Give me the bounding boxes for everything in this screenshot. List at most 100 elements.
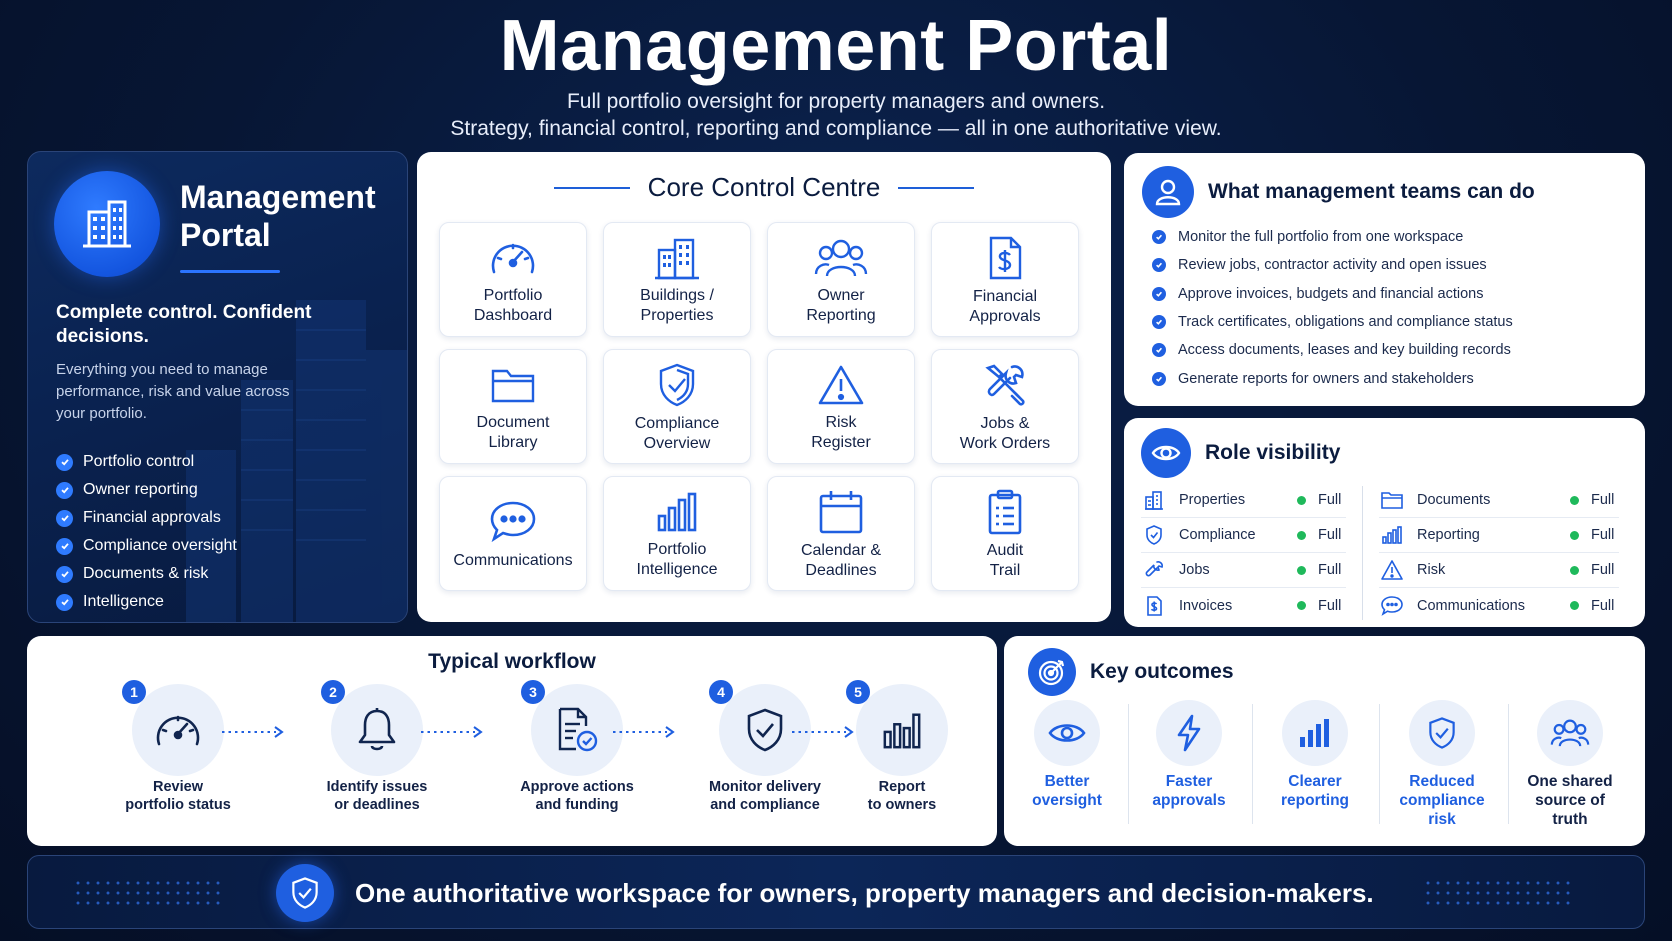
dollar-document-icon bbox=[989, 236, 1022, 279]
tile-jobs-work-orders[interactable]: Jobs & Work Orders bbox=[931, 349, 1079, 464]
role-row: Invoices Full bbox=[1141, 588, 1346, 623]
bar-chart-icon bbox=[1379, 526, 1405, 544]
shield-check-icon bbox=[1429, 717, 1455, 749]
check-icon bbox=[1152, 286, 1166, 301]
hero-feature-label: Compliance oversight bbox=[83, 537, 237, 554]
step-label: Identify issues or deadlines bbox=[326, 779, 428, 813]
tools-icon bbox=[985, 364, 1025, 406]
step-number: 5 bbox=[846, 680, 870, 704]
hero-feature: Documents & risk bbox=[56, 560, 237, 588]
step-label: Monitor delivery and compliance bbox=[709, 779, 821, 813]
hero-feature: Owner reporting bbox=[56, 476, 237, 504]
outcome-divider bbox=[1508, 704, 1509, 824]
tile-financial-approvals[interactable]: Financial Approvals bbox=[931, 222, 1079, 337]
outcome-icon-circle bbox=[1537, 700, 1603, 766]
access-level: Full bbox=[1318, 492, 1342, 508]
tile-label: Communications bbox=[453, 551, 573, 569]
role-row: Communications Full bbox=[1379, 588, 1619, 623]
step-number: 1 bbox=[122, 680, 146, 704]
access-level: Full bbox=[1591, 527, 1615, 543]
step-label: Approve actions and funding bbox=[520, 779, 634, 813]
outcome-item: Reduced compliance risk bbox=[1382, 700, 1502, 829]
workflow-title: Typical workflow bbox=[428, 650, 596, 673]
role-resource-name: Reporting bbox=[1417, 527, 1480, 543]
shield-check-icon bbox=[659, 363, 695, 406]
eye-icon bbox=[1141, 428, 1191, 478]
city-skyline-illustration bbox=[186, 300, 407, 622]
tile-label: Risk Register bbox=[811, 413, 871, 451]
core-header: Core Control Centre bbox=[417, 172, 1111, 203]
outcome-item: Faster approvals bbox=[1129, 700, 1249, 810]
tile-label: Jobs & Work Orders bbox=[959, 414, 1051, 452]
bar-chart-icon bbox=[883, 713, 921, 749]
tile-label: Audit Trail bbox=[986, 541, 1024, 579]
outcomes-panel: Key outcomes Better oversight Faster app… bbox=[1004, 636, 1645, 846]
role-row: Risk Full bbox=[1379, 553, 1619, 588]
users-icon bbox=[814, 239, 868, 276]
capability-text: Track certificates, obligations and comp… bbox=[1178, 314, 1513, 331]
tile-risk-register[interactable]: Risk Register bbox=[767, 349, 915, 464]
status-dot bbox=[1297, 530, 1306, 540]
role-row: Reporting Full bbox=[1379, 518, 1619, 553]
module-grid: Portfolio Dashboard Buildings / Properti… bbox=[439, 222, 1079, 591]
check-icon bbox=[1152, 343, 1166, 358]
tile-document-library[interactable]: Document Library bbox=[439, 349, 587, 464]
chat-icon bbox=[1379, 595, 1405, 616]
role-resource-name: Jobs bbox=[1179, 562, 1210, 578]
outcome-icon-circle bbox=[1409, 700, 1475, 766]
outcomes-title: Key outcomes bbox=[1090, 660, 1234, 683]
warning-icon bbox=[1379, 560, 1405, 580]
tile-buildings-properties[interactable]: Buildings / Properties bbox=[603, 222, 751, 337]
check-icon bbox=[56, 565, 73, 583]
page-title: Management Portal bbox=[499, 6, 1173, 86]
status-dot bbox=[1570, 495, 1579, 505]
capabilities-list: Monitor the full portfolio from one work… bbox=[1152, 223, 1513, 393]
role-row: Documents Full bbox=[1379, 483, 1619, 518]
bar-chart-icon bbox=[657, 492, 697, 531]
capability-text: Generate reports for owners and stakehol… bbox=[1178, 370, 1474, 387]
tile-portfolio-intelligence[interactable]: Portfolio Intelligence bbox=[603, 476, 751, 591]
hero-feature-label: Owner reporting bbox=[83, 481, 198, 498]
outcome-icon-circle bbox=[1034, 700, 1100, 766]
capabilities-panel: What management teams can do Monitor the… bbox=[1124, 153, 1645, 406]
page-subtitle-line-1: Full portfolio oversight for property ma… bbox=[566, 90, 1106, 113]
tile-compliance-overview[interactable]: Compliance Overview bbox=[603, 349, 751, 464]
tile-portfolio-dashboard[interactable]: Portfolio Dashboard bbox=[439, 222, 587, 337]
check-icon bbox=[1152, 258, 1166, 273]
arrow-right-icon bbox=[222, 726, 284, 738]
outcome-icon-circle bbox=[1156, 700, 1222, 766]
step-number: 3 bbox=[521, 680, 545, 704]
tile-label: Portfolio Dashboard bbox=[473, 286, 553, 324]
hero-feature: Portfolio control bbox=[56, 448, 237, 476]
access-level: Full bbox=[1318, 527, 1342, 543]
tile-owner-reporting[interactable]: Owner Reporting bbox=[767, 222, 915, 337]
outcome-item: Better oversight bbox=[1007, 700, 1127, 810]
step-icon-circle: 3 bbox=[521, 680, 623, 776]
outcome-label: Reduced compliance risk bbox=[1399, 773, 1485, 828]
tile-audit-trail[interactable]: Audit Trail bbox=[931, 476, 1079, 591]
lightning-icon bbox=[1177, 714, 1201, 752]
folder-icon bbox=[1379, 491, 1405, 509]
folder-icon bbox=[491, 369, 535, 402]
tile-communications[interactable]: Communications bbox=[439, 476, 587, 591]
outcome-label: Faster approvals bbox=[1152, 773, 1226, 809]
building-icon bbox=[655, 238, 699, 279]
tile-calendar-deadlines[interactable]: Calendar & Deadlines bbox=[767, 476, 915, 591]
check-icon bbox=[56, 481, 73, 499]
bar-chart-icon bbox=[1300, 719, 1329, 747]
tile-label: Financial Approvals bbox=[969, 287, 1041, 325]
outcome-divider bbox=[1128, 704, 1129, 824]
clipboard-icon bbox=[988, 489, 1022, 534]
step-icon-circle: 2 bbox=[321, 680, 423, 776]
warning-icon bbox=[818, 365, 864, 404]
outcome-label: Better oversight bbox=[1032, 773, 1102, 809]
role-resource-name: Invoices bbox=[1179, 597, 1233, 614]
status-dot bbox=[1297, 601, 1306, 610]
chat-icon bbox=[490, 501, 536, 542]
access-level: Full bbox=[1591, 562, 1615, 578]
capabilities-header: What management teams can do bbox=[1142, 166, 1535, 218]
tile-label: Buildings / Properties bbox=[640, 286, 714, 324]
hero-feature: Compliance oversight bbox=[56, 532, 237, 560]
tile-label: Compliance Overview bbox=[634, 414, 720, 452]
hero-description: Everything you need to manage performanc… bbox=[56, 361, 290, 422]
